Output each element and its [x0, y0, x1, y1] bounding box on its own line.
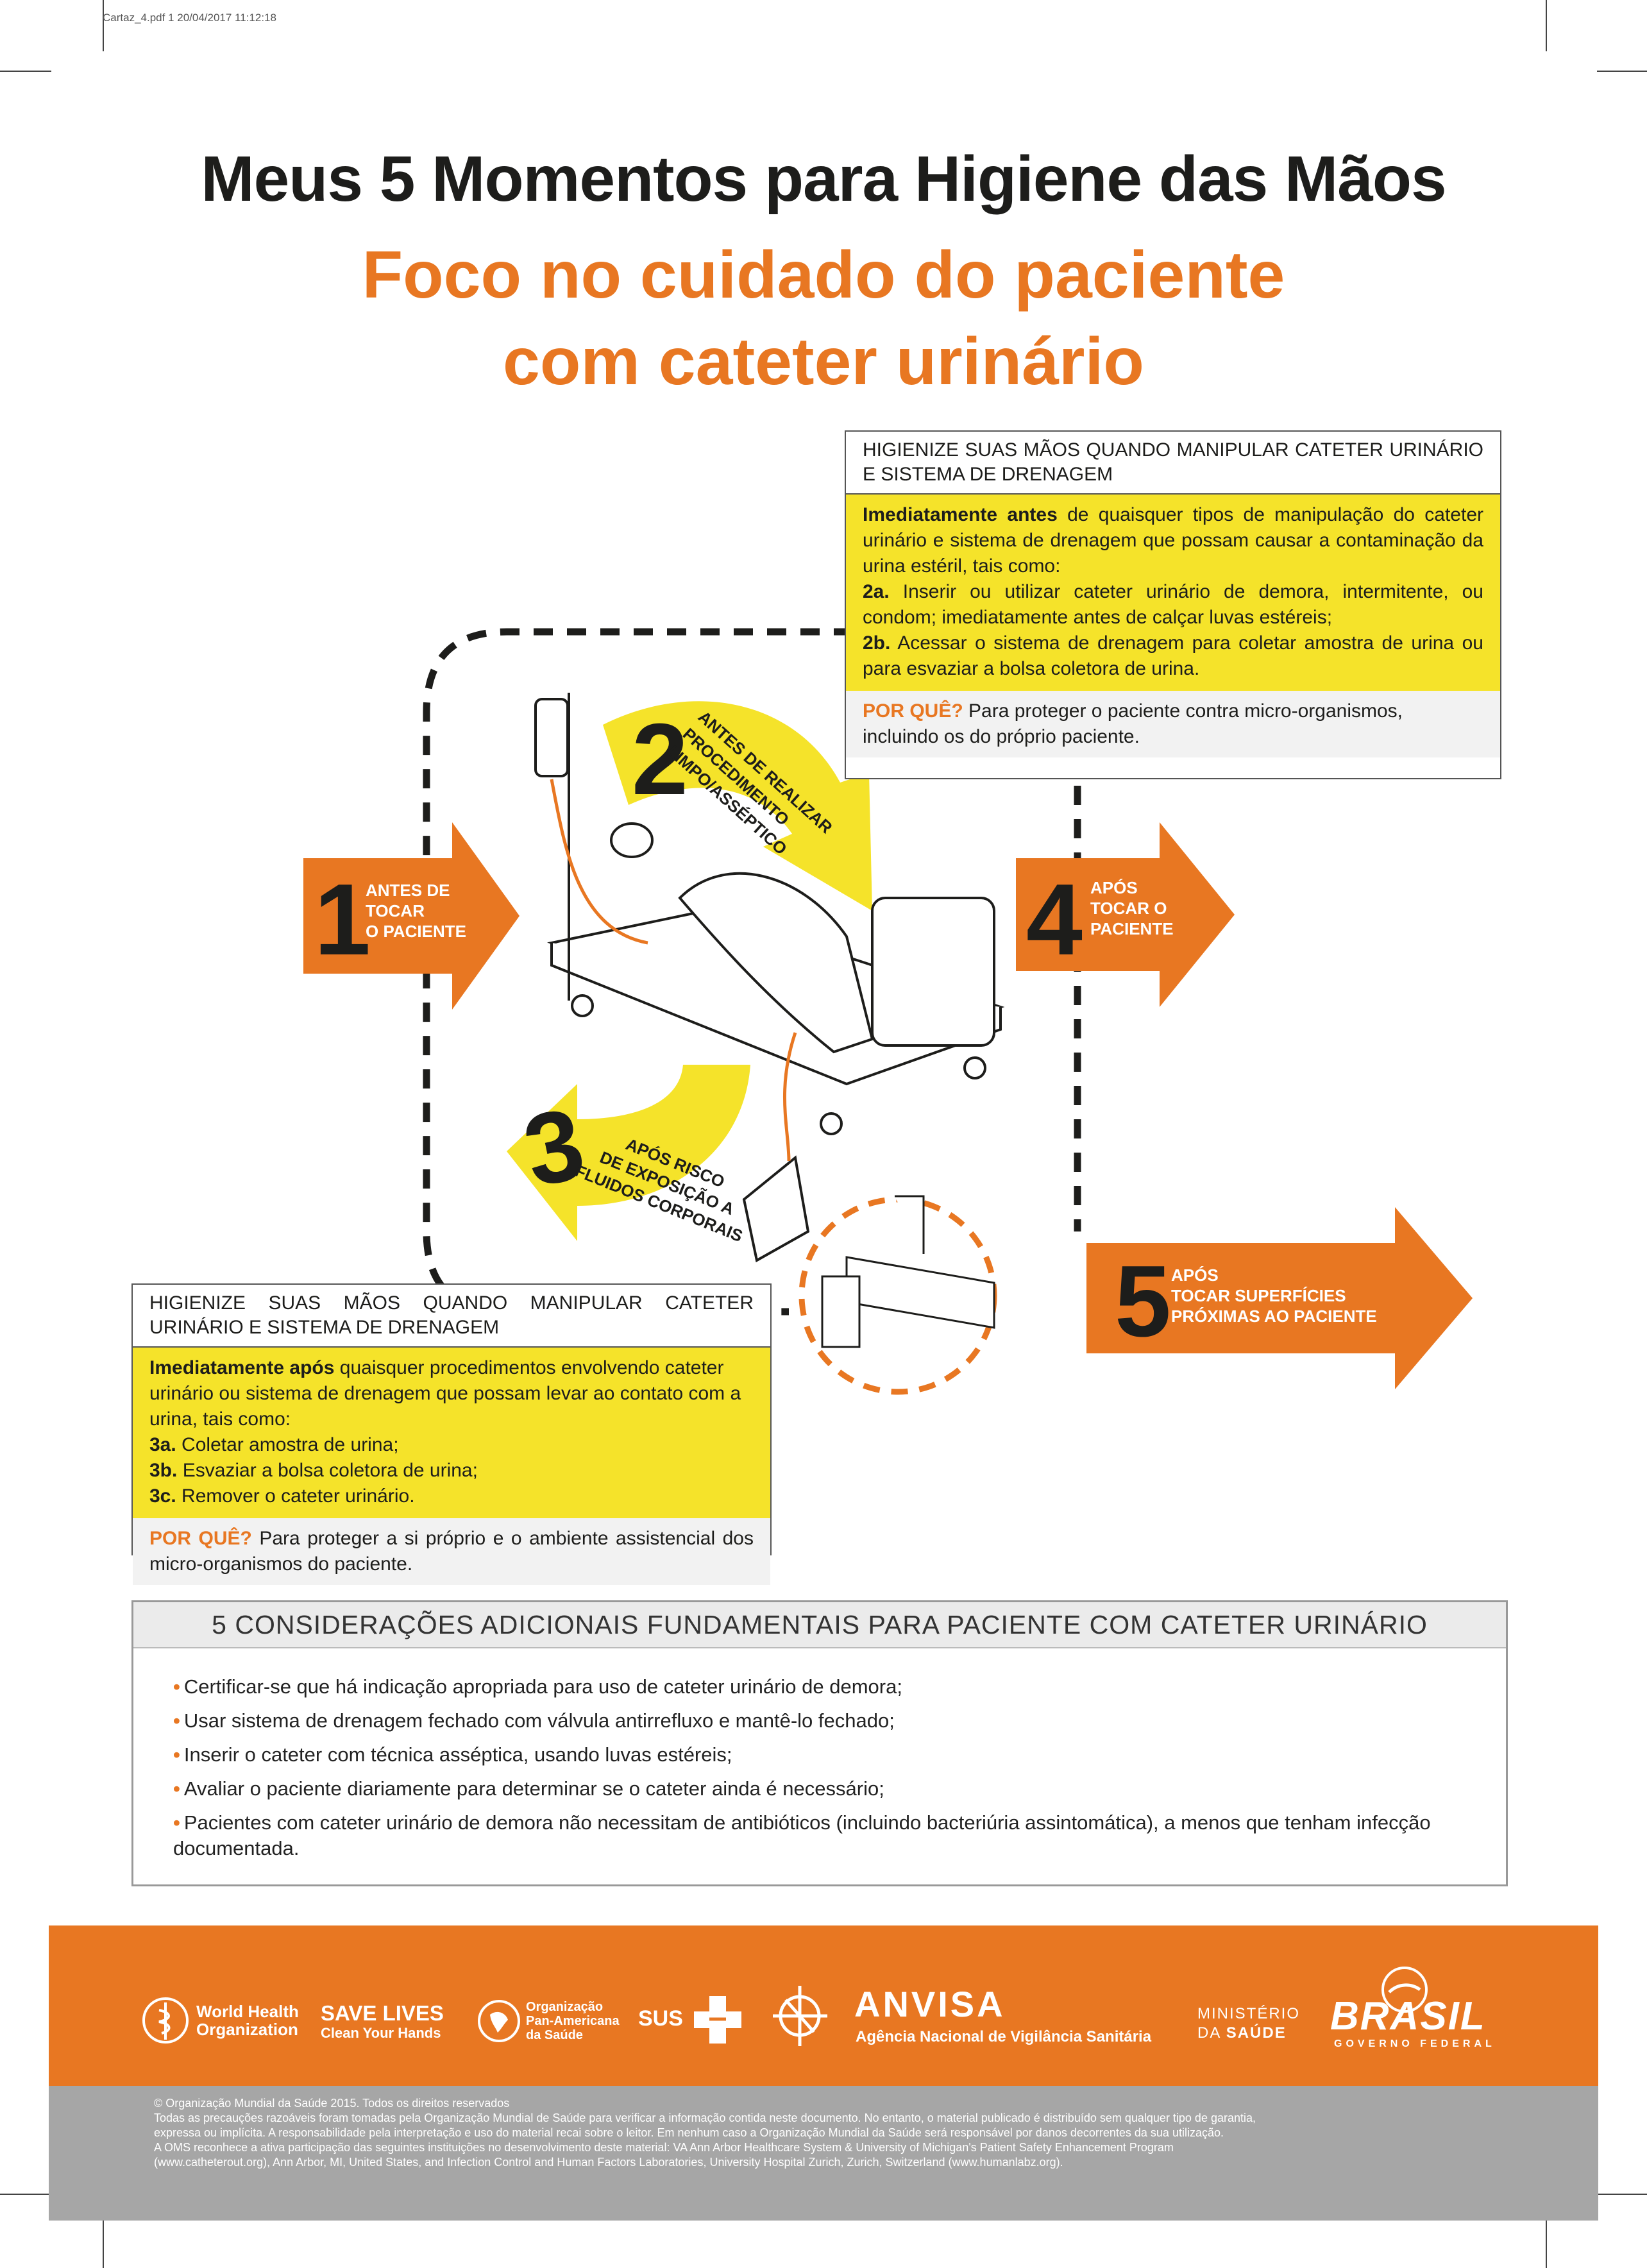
- crop-mark: [0, 71, 51, 72]
- box-top-instructions: Imediatamente antes de quaisquer tipos d…: [846, 495, 1500, 691]
- surroundings-bed-illustration: [821, 1195, 995, 1348]
- subtitle-line-1: Foco no cuidado do paciente: [362, 238, 1285, 312]
- crop-mark: [103, 2219, 104, 2268]
- logo-band: [49, 1925, 1598, 2086]
- box-top-header: HIGIENIZE SUAS MÃOS QUANDO MANIPULAR CAT…: [846, 432, 1500, 495]
- crop-mark: [1546, 0, 1547, 51]
- crop-mark: [1597, 71, 1647, 72]
- moment-5-number: 5: [1115, 1245, 1171, 1358]
- moment-5-arrow: [1086, 1207, 1473, 1389]
- patient-bed-illustration: [534, 693, 1005, 1263]
- after-manipulation-box: HIGIENIZE SUAS MÃOS QUANDO MANIPULAR CAT…: [131, 1283, 772, 1585]
- list-item: •Pacientes com cateter urinário de demor…: [173, 1811, 1431, 1859]
- catheter-tube: [550, 779, 648, 945]
- paho-emblem-icon: [478, 2000, 520, 2042]
- anvisa-emblem-icon: [773, 1986, 827, 2046]
- box-bottom-header: HIGIENIZE SUAS MÃOS QUANDO MANIPULAR CAT…: [133, 1285, 770, 1348]
- crop-mark: [103, 0, 104, 51]
- list-item: •Certificar-se que há indicação apropria…: [173, 1675, 902, 1698]
- moment-2-curved-arrow: [603, 701, 872, 911]
- legal-notice: © Organização Mundial da Saúde 2015. Tod…: [154, 2097, 1256, 2169]
- subtitle-line-2: com cateter urinário: [503, 325, 1144, 399]
- sus-logo-text: SUS: [638, 2006, 683, 2031]
- box-bottom-instructions: Imediatamente após quaisquer procediment…: [133, 1348, 770, 1518]
- box-top-reason: POR QUÊ? Para proteger o paciente contra…: [846, 691, 1500, 757]
- crop-mark: [1546, 2219, 1547, 2268]
- save-lives-logo: SAVE LIVES Clean Your Hands: [321, 2001, 444, 2042]
- moment-2-number: 2: [632, 703, 688, 816]
- crop-mark: [1597, 2194, 1647, 2195]
- list-item: •Inserir o cateter com técnica asséptica…: [173, 1743, 732, 1766]
- considerations-list: •Certificar-se que há indicação apropria…: [173, 1674, 1475, 1870]
- box-bottom-reason: POR QUÊ? Para proteger a si próprio e o …: [133, 1518, 770, 1585]
- who-emblem-icon: [142, 1997, 189, 2044]
- moment-1-arrow: [303, 822, 519, 1010]
- considerations-panel: 5 CONSIDERAÇÕES ADICIONAIS FUNDAMENTAIS …: [131, 1600, 1508, 1886]
- drainage-tube: [783, 1032, 797, 1162]
- considerations-title: 5 CONSIDERAÇÕES ADICIONAIS FUNDAMENTAIS …: [133, 1602, 1506, 1648]
- brasil-logo-text: BRASIL: [1330, 1994, 1486, 2038]
- anvisa-subtitle: Agência Nacional de Vigilância Sanitária: [856, 2028, 1152, 2045]
- sus-cross-icon: [694, 1996, 741, 2044]
- brasil-emblem-icon: [1381, 1967, 1428, 2013]
- anvisa-logo-text: ANVISA: [854, 1984, 1006, 2024]
- legal-band: [49, 2086, 1598, 2221]
- moment-3-curved-arrow: [507, 1065, 750, 1241]
- list-item: •Usar sistema de drenagem fechado com vá…: [173, 1709, 895, 1732]
- moment-4-number: 4: [1026, 863, 1083, 976]
- print-metadata: Cartaz_4.pdf 1 20/04/2017 11:12:18: [103, 12, 276, 24]
- page-title: Meus 5 Momentos para Higiene das Mãos: [201, 143, 1446, 215]
- brasil-subtitle: GOVERNO FEDERAL: [1334, 2038, 1496, 2049]
- moment-1-number: 1: [314, 863, 371, 976]
- list-item: •Avaliar o paciente diariamente para det…: [173, 1777, 884, 1800]
- before-manipulation-box: HIGIENIZE SUAS MÃOS QUANDO MANIPULAR CAT…: [845, 430, 1501, 779]
- moment-4-arrow: [1016, 822, 1235, 1007]
- crop-mark: [0, 2194, 51, 2195]
- ministerio-logo: MINISTÉRIO DA SAÚDE: [1197, 2005, 1301, 2042]
